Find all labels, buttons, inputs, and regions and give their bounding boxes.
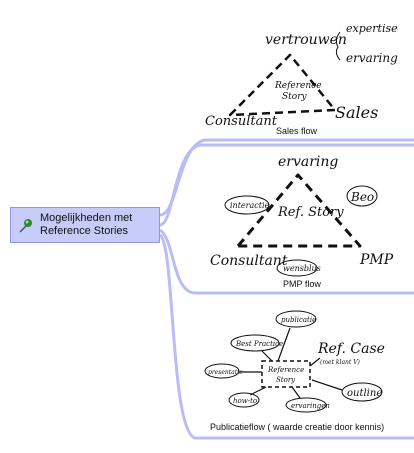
pmp-bubble-interactie-label: interactie [230,201,270,210]
pub-bubble-howto [228,392,260,408]
connector-sales [159,138,414,217]
pub-bubble-howto-label: how-to [233,397,257,405]
sales-flow-caption: Sales flow [276,126,318,136]
pmp-bubble-wensblus [276,259,318,277]
pub-bubble-outline-label: outline [347,388,382,399]
sales-left-label: Consultant [205,114,278,129]
pmp-left-label: Consultant [210,253,288,269]
publicatie-flow-caption: Publicatieflow ( waarde creatie door ken… [210,422,384,432]
sales-bracket [335,31,341,61]
pub-bubble-presentatie-label: presentatie [208,369,243,376]
connector-publicatie [158,233,414,440]
pmp-bubble-interactie [224,195,270,215]
pub-bubble-publicatie-label: publicatie [281,316,316,324]
root-topic-label: Mogelijkheden met Reference Stories [40,212,132,238]
sales-bracket-line2: ervaring [346,51,398,65]
root-topic-line2: Reference Stories [40,225,129,237]
sales-top-label: vertrouwen [265,32,347,48]
sales-triangle [228,53,337,117]
pub-bubble-publicatie [275,310,317,328]
branch-connectors [158,138,414,440]
pmp-flow-caption: PMP flow [283,279,321,289]
pmp-flow-sketch: ervaring Ref. Story interactie Beo wensb… [210,154,394,289]
pmp-triangle [236,173,362,248]
pmp-bubble-wensblus-label: wensblus [283,264,321,273]
sales-center-line1: Reference [274,81,322,91]
publicatie-flow-sketch: Reference Story publicatie Best Practice… [204,310,385,432]
pub-bubble-bestpractice-label: Best Practice [235,340,283,348]
pub-center-line1: Reference [267,366,304,374]
sales-right-label: Sales [335,103,378,122]
pin-icon [19,219,32,233]
root-topic[interactable]: Mogelijkheden met Reference Stories [10,207,160,243]
pub-refcase-line1: Ref. Case [317,341,385,357]
sales-center-line2: Story [282,92,308,102]
pub-bubble-outline [341,382,383,402]
connector-pmp-lower [158,228,414,295]
pub-bubble-ervaringen [285,397,327,413]
root-topic-line1: Mogelijkheden met [40,212,133,224]
pmp-bubble-beo [346,185,378,207]
pub-bubble-ervaringen-label: ervaringen [291,402,330,410]
pub-arrows [240,327,343,399]
pmp-top-label: ervaring [278,154,338,170]
pmp-bubble-beo-label: Beo [350,190,374,204]
connector-pmp [159,143,414,227]
sales-bracket-line1: expertise [346,22,398,35]
pub-center-line2: Story [276,376,296,384]
pub-refcase-line2: (met klant V) [320,359,361,366]
pmp-right-label: PMP [359,252,394,268]
pub-bubble-bestpractice [230,334,280,352]
sales-flow-sketch: Reference Story vertrouwen expertise erv… [205,22,398,136]
pmp-center-label: Ref. Story [277,205,344,220]
pub-bubble-presentatie [204,363,240,379]
pub-center-box [261,360,311,388]
